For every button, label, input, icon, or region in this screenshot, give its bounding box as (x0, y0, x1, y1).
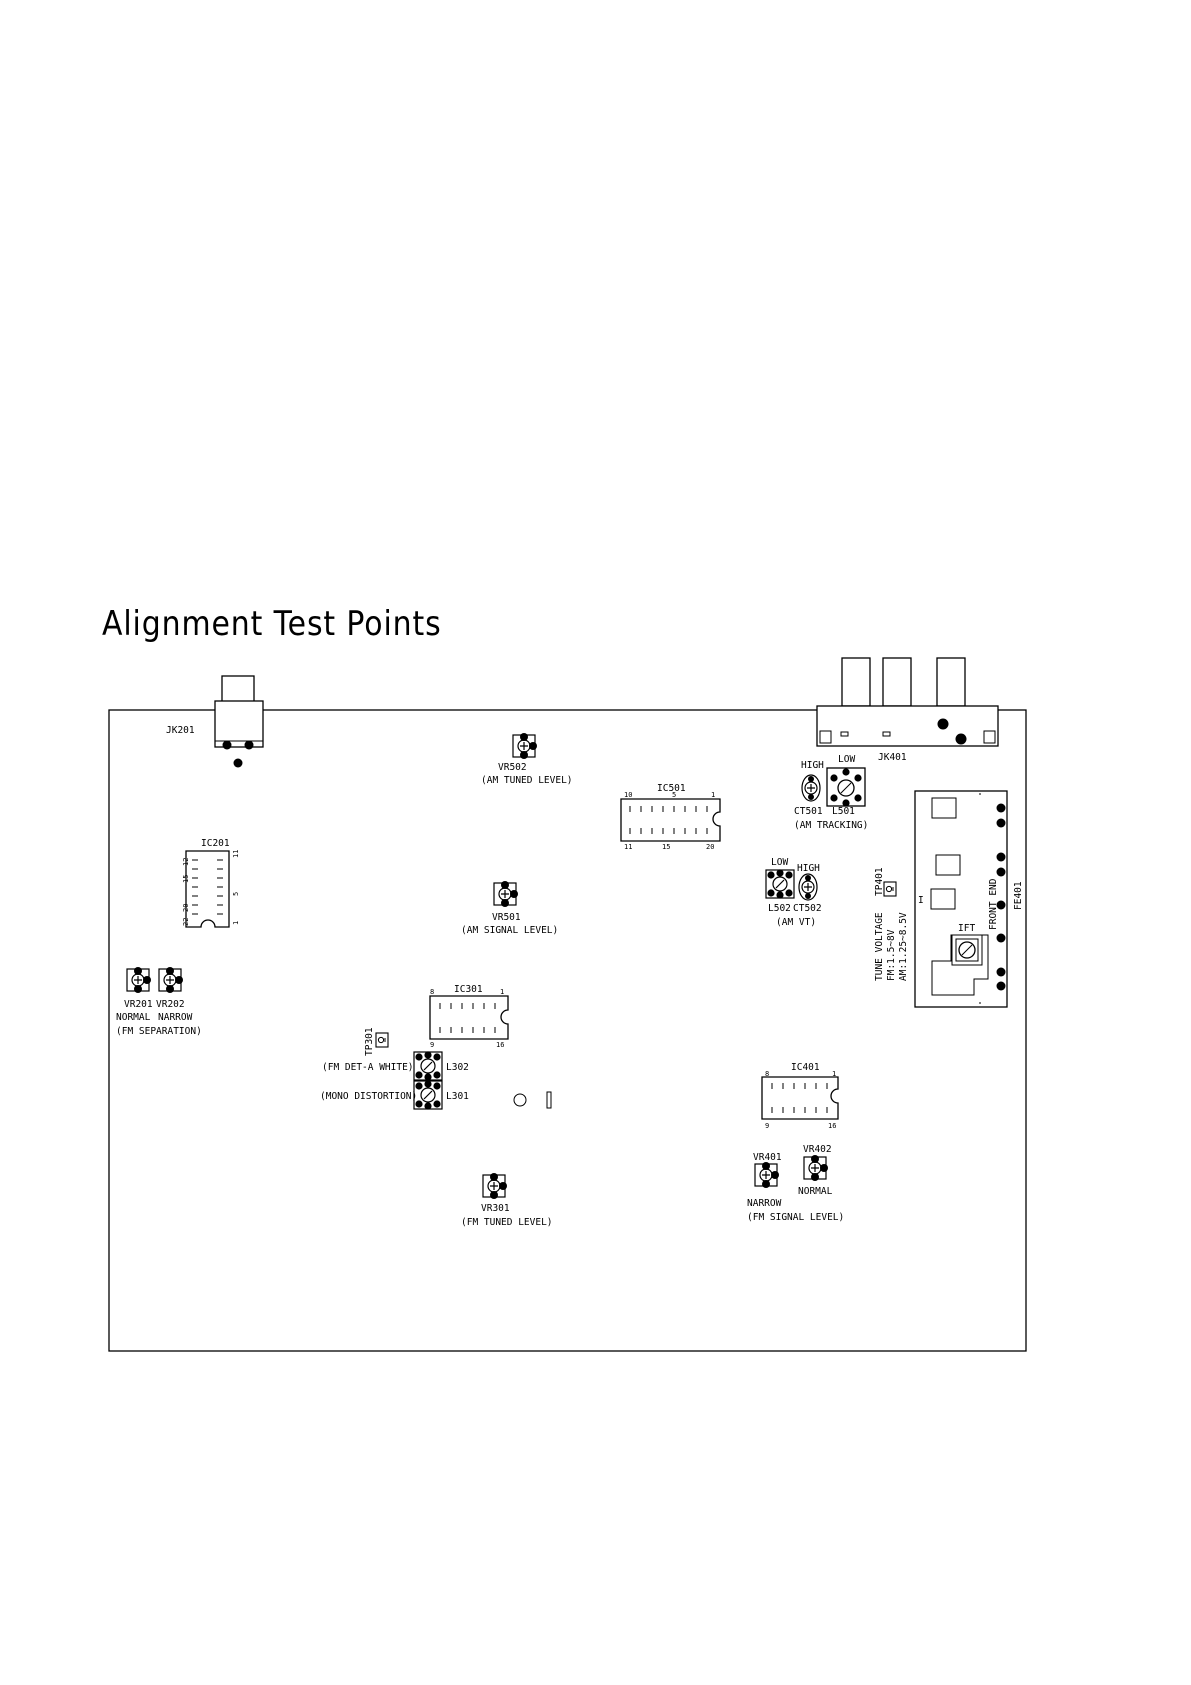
ic301-pin-8: 8 (430, 988, 434, 996)
ic201-pin-11: 11 (232, 850, 240, 858)
ic501-pin-1: 1 (711, 791, 715, 799)
ic401-pin-1: 1 (832, 1070, 836, 1078)
tune-voltage-fm: FM:1.5~8V (886, 929, 897, 981)
ic501-pin-10: 10 (624, 791, 632, 799)
ic201-label: IC201 (201, 838, 230, 849)
vr301-trimmer: VR301 (FM TUNED LEVEL) (461, 1172, 553, 1228)
front-end-label: FRONT END (988, 878, 999, 930)
ct502-label: CT502 (793, 903, 822, 914)
ic201-pin-20: 20 (182, 904, 190, 912)
board-slot (546, 1091, 552, 1109)
fe401-mark: I (918, 895, 924, 906)
tp401-test-point: TUNE VOLTAGE TP401 FM:1.5~8V AM:1.25~8.5… (874, 867, 909, 981)
l302-coil: L302 (413, 1050, 469, 1082)
l502-low-label: LOW (771, 857, 788, 868)
tune-voltage-am: AM:1.25~8.5V (898, 912, 909, 981)
jk201-label: JK201 (166, 725, 195, 736)
jk201-jack: JK201 (166, 675, 264, 768)
ct501-label: CT501 (794, 806, 823, 817)
vr501-trimmer: VR501 (AM SIGNAL LEVEL) (461, 880, 558, 936)
l301-function: (MONO DISTORTION) (320, 1091, 417, 1102)
ic401-pin-8: 8 (765, 1070, 769, 1078)
vr401-label: VR401 (753, 1152, 782, 1163)
ic401-pin-16: 16 (828, 1122, 836, 1130)
vr501-function: (AM SIGNAL LEVEL) (461, 925, 558, 936)
vr202-role: NARROW (158, 1012, 193, 1023)
mounting-hole (513, 1093, 527, 1107)
vr402-label: VR402 (803, 1144, 832, 1155)
vr201-role: NORMAL (116, 1012, 151, 1023)
vr202-trimmer: VR202 NARROW (FM SEPARATION) (116, 966, 202, 1037)
vr202-label: VR202 (156, 999, 185, 1010)
l302-label: L302 (446, 1062, 469, 1073)
page-title: Alignment Test Points (102, 604, 442, 644)
fm-separation-label: (FM SEPARATION) (116, 1026, 202, 1037)
am-tracking-label: (AM TRACKING) (794, 820, 868, 831)
vr502-label: VR502 (498, 762, 527, 773)
ic301-label: IC301 (454, 984, 483, 995)
ic301-pin-1: 1 (500, 988, 504, 996)
vr502-trimmer: VR502 (AM TUNED LEVEL) (481, 732, 573, 786)
vr301-label: VR301 (481, 1203, 510, 1214)
tune-voltage-label: TUNE VOLTAGE (874, 912, 885, 981)
ct502-trimmer-cap: HIGH CT502 (AM VT) (776, 863, 822, 928)
vr201-trimmer: VR201 NORMAL (116, 966, 153, 1023)
l502-label: L502 (768, 903, 791, 914)
vr501-label: VR501 (492, 912, 521, 923)
ic501-chip: IC501 10 5 1 11 15 20 (620, 783, 721, 851)
tp301-label: TP301 (364, 1027, 375, 1056)
ic501-pin-5: 5 (672, 791, 676, 799)
ic401-pin-9: 9 (765, 1122, 769, 1130)
ic501-pin-15: 15 (662, 843, 670, 851)
vr402-trimmer: VR402 NORMAL (FM SIGNAL LEVEL) (747, 1144, 844, 1223)
vr301-function: (FM TUNED LEVEL) (461, 1217, 553, 1228)
tp401-label: TP401 (874, 867, 885, 896)
ct502-high-label: HIGH (797, 863, 820, 874)
ic401-chip: IC401 8 1 9 16 (761, 1062, 839, 1130)
ic201-chip: IC201 12 15 20 22 11 5 1 (182, 838, 240, 928)
l301-label: L301 (446, 1091, 469, 1102)
l501-label: L501 (832, 806, 855, 817)
vr502-function: (AM TUNED LEVEL) (481, 775, 573, 786)
vr402-role: NORMAL (798, 1186, 833, 1197)
ic301-pin-9: 9 (430, 1041, 434, 1049)
ct501-trimmer-cap: HIGH CT501 (794, 760, 824, 817)
ic201-pin-15: 15 (182, 875, 190, 883)
vr201-label: VR201 (124, 999, 153, 1010)
ic401-label: IC401 (791, 1062, 820, 1073)
fe401-label: FE401 (1013, 881, 1024, 910)
jk401-terminal: JK401 (816, 657, 999, 763)
ic201-pin-22: 22 (182, 918, 190, 926)
ift-label: IFT (958, 923, 975, 934)
l501-low-label: LOW (838, 754, 855, 765)
am-vt-label: (AM VT) (776, 917, 816, 928)
tp301-test-point: TP301 (FM DET-A WHITE) (322, 1027, 414, 1073)
ct501-high-label: HIGH (801, 760, 824, 771)
l301-coil: L301 (MONO DISTORTION) (320, 1079, 469, 1111)
ic201-pin-1: 1 (232, 921, 240, 925)
l501-coil: LOW L501 (AM TRACKING) (794, 754, 868, 831)
vr401-trimmer: VR401 NARROW (747, 1152, 782, 1209)
ic501-label: IC501 (657, 783, 686, 794)
pcb-outline (108, 709, 1027, 1352)
tp301-function: (FM DET-A WHITE) (322, 1062, 414, 1073)
fm-signal-level-label: (FM SIGNAL LEVEL) (747, 1212, 844, 1223)
ic201-pin-5: 5 (232, 892, 240, 896)
l502-coil: LOW L502 (765, 857, 795, 914)
ic501-pin-11: 11 (624, 843, 632, 851)
fe401-front-end: IFT I FRONT END FE401 (914, 790, 1024, 1008)
jk401-label: JK401 (878, 752, 907, 763)
vr401-role: NARROW (747, 1198, 782, 1209)
ic501-pin-20: 20 (706, 843, 714, 851)
ic301-chip: IC301 8 1 9 16 (429, 984, 509, 1049)
ic301-pin-16: 16 (496, 1041, 504, 1049)
ic201-pin-12: 12 (182, 858, 190, 866)
